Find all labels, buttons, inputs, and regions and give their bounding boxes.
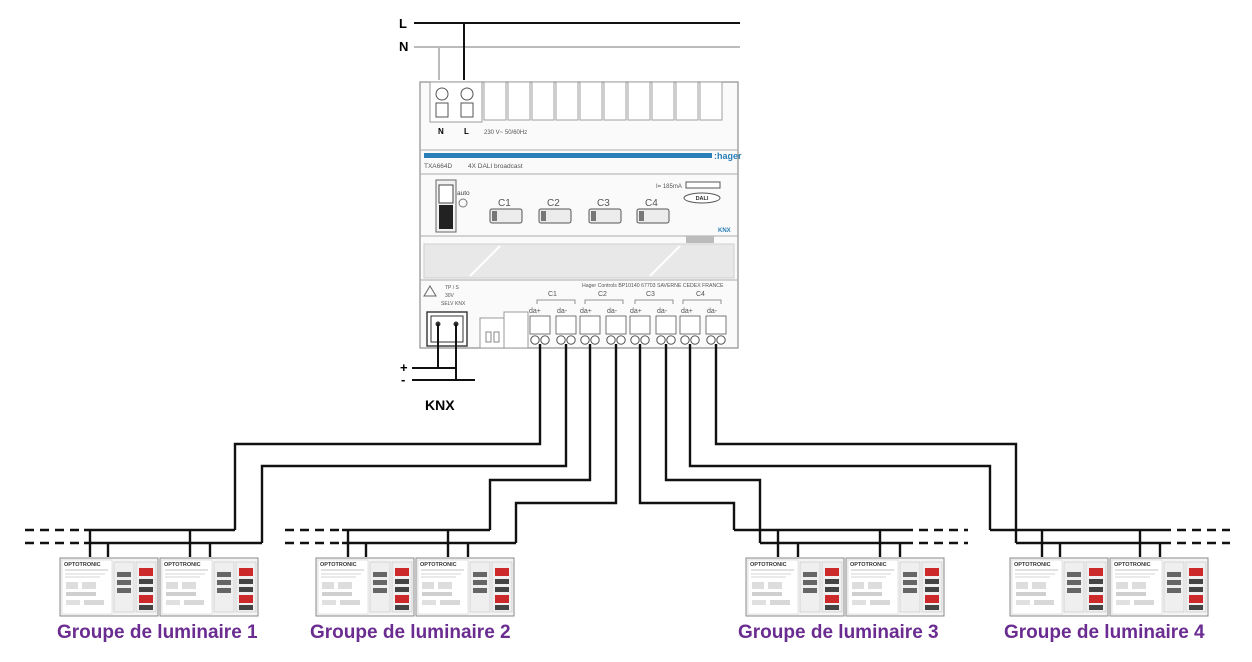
channel-c3-label: C3 (597, 198, 610, 209)
da-minus-4: da- (707, 308, 718, 315)
knx-logo: KNX (718, 228, 731, 234)
company-label: Hager Controls BP10140 67703 SAVERNE CED… (582, 283, 724, 289)
channel-c4-label: C4 (645, 198, 658, 209)
group-label-2: Groupe de luminaire 2 (310, 622, 511, 643)
knx-small-label: KNX (455, 301, 466, 307)
da-plus-2: da+ (580, 308, 592, 315)
channel-c2-label: C2 (547, 198, 560, 209)
tp-voltage-label: 30V (445, 293, 455, 299)
hager-logo: :hager (714, 151, 742, 161)
da-plus-1: da+ (529, 308, 541, 315)
da-minus-1: da- (557, 308, 568, 315)
ballast-brand-6: OPTOTRONIC (850, 562, 887, 568)
channel-c1-label: C1 (498, 198, 511, 209)
dali-logo: DALI (696, 196, 709, 202)
ballast-brand-5: OPTOTRONIC (750, 562, 787, 568)
ballast-brand-1: OPTOTRONIC (64, 562, 101, 568)
knx-plus-sign: + (400, 360, 408, 375)
ballast-brand-2: OPTOTRONIC (164, 562, 201, 568)
channel-c4-button (636, 208, 670, 224)
da-plus-3: da+ (630, 308, 642, 315)
out-c3-label: C3 (646, 291, 655, 298)
ballast-brand-7: OPTOTRONIC (1014, 562, 1051, 568)
out-c4-label: C4 (696, 291, 705, 298)
mains-l-label: L (464, 127, 469, 136)
hager-stripe (424, 153, 712, 158)
da-minus-2: da- (607, 308, 618, 315)
dali-wires (84, 344, 1162, 557)
tp-label: TP / S (445, 285, 459, 291)
auto-label: auto (457, 190, 470, 197)
knx-bus-label: KNX (425, 397, 455, 413)
current-label: I= 185mA (656, 184, 682, 190)
auto-switch (439, 205, 453, 229)
selv-label: SELV (441, 301, 454, 307)
knx-minus-sign: - (401, 372, 405, 387)
channel-c1-button (489, 208, 523, 224)
out-c2-label: C2 (598, 291, 607, 298)
da-minus-3: da- (657, 308, 668, 315)
dali-module: N L 230 V~ 50/60Hz :hager TXA664D 4X DAL… (419, 81, 742, 349)
mains-n-label: N (438, 127, 444, 136)
ballast-brand-8: OPTOTRONIC (1114, 562, 1151, 568)
group-label-4: Groupe de luminaire 4 (1004, 622, 1205, 643)
knx-connector (426, 311, 468, 347)
channel-c3-button (588, 208, 622, 224)
da-plus-4: da+ (681, 308, 693, 315)
group-label-3: Groupe de luminaire 3 (738, 622, 939, 643)
ballast-brand-4: OPTOTRONIC (420, 562, 457, 568)
group-label-1: Groupe de luminaire 1 (57, 622, 258, 643)
ballast-brand-3: OPTOTRONIC (320, 562, 357, 568)
line-n-label: N (399, 39, 408, 54)
out-c1-label: C1 (548, 291, 557, 298)
model-label: TXA664D (424, 163, 452, 170)
channel-c2-button (538, 208, 572, 224)
bus-continuations (25, 528, 1230, 545)
line-l-label: L (399, 16, 407, 31)
model-desc-label: 4X DALI broadcast (468, 163, 523, 170)
voltage-label: 230 V~ 50/60Hz (484, 130, 527, 136)
